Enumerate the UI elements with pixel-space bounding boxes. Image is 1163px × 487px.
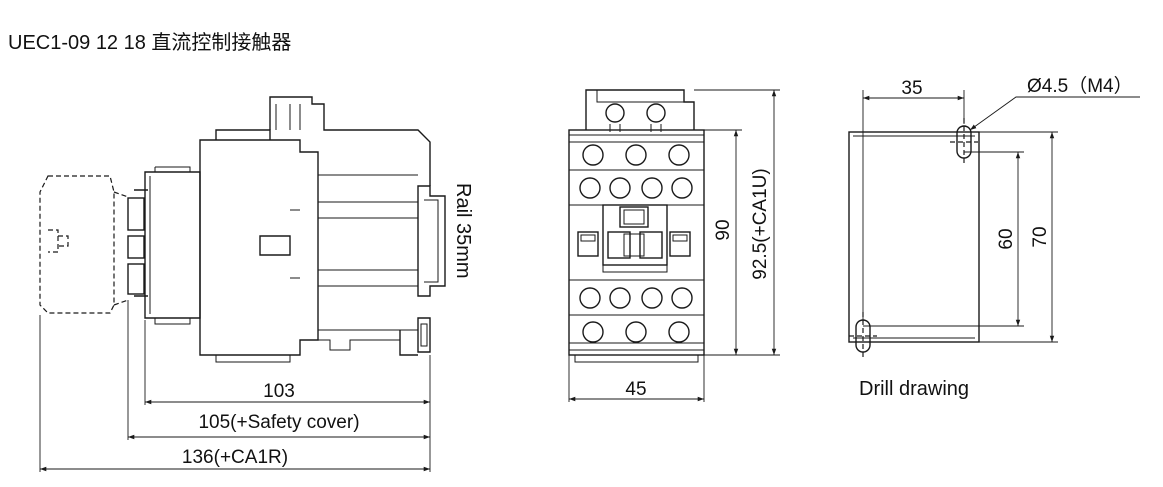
hole-diameter-label: Ø4.5（M4） <box>1027 75 1133 97</box>
drill-plate <box>848 131 980 343</box>
dim-height-90: 90 <box>713 219 734 240</box>
ca1r-auxiliary-outline <box>39 175 129 314</box>
rail-label: Rail 35mm <box>452 183 474 279</box>
front-panel <box>144 171 201 319</box>
top-auxiliary-module <box>585 89 695 130</box>
dim-height-ca1u: 92.5(+CA1U) <box>750 168 771 279</box>
dim-width-45: 45 <box>625 379 646 400</box>
dim-hole-spacing-35: 35 <box>901 78 922 99</box>
centre-mechanism <box>577 204 691 273</box>
drawing-title: UEC1-09 12 18 直流控制接触器 <box>8 31 291 54</box>
front-body <box>568 129 705 356</box>
din-rail-clip <box>399 185 446 356</box>
dim-plate-height-70: 70 <box>1030 226 1051 247</box>
dim-safety-cover-105: 105(+Safety cover) <box>198 412 359 433</box>
dim-width-103: 103 <box>263 381 295 402</box>
dim-hole-spacing-60: 60 <box>996 228 1017 249</box>
side-view: Rail 35mm 103 105(+Safety cover) 136(+CA… <box>39 96 474 472</box>
upper-slot-hole <box>950 118 978 166</box>
contactor-body <box>199 96 431 363</box>
drill-view: 35 Ø4.5（M4） 60 70 Drill drawing <box>848 75 1140 400</box>
drill-drawing-caption: Drill drawing <box>859 378 969 400</box>
dim-ca1r-136: 136(+CA1R) <box>182 447 288 468</box>
front-view: 45 90 92.5(+CA1U) <box>568 89 780 402</box>
